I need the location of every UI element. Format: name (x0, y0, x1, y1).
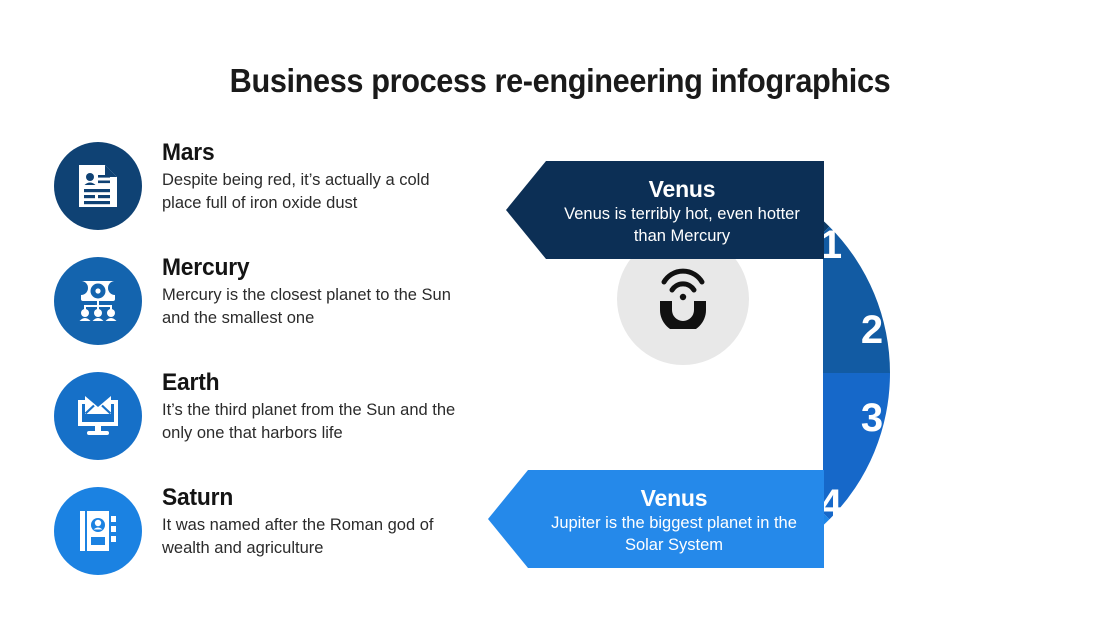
email-monitor-icon (74, 394, 122, 438)
feature-description: It was named after the Roman god of weal… (162, 516, 434, 558)
feature-title: Earth (162, 369, 220, 396)
magnet-wifi-icon (652, 265, 714, 334)
list-item[interactable]: Mercury Mercury is the closest planet to… (54, 254, 474, 370)
arc-segment-4[interactable] (683, 448, 830, 580)
arc-segment-4-number: 4 (820, 482, 843, 526)
feature-text: Earth It’s the third planet from the Sun… (162, 369, 472, 445)
process-arc-diagram: 1 2 3 4 Venus (480, 140, 1100, 610)
arc-segment-1[interactable] (683, 166, 830, 298)
feature-description: Despite being red, it’s actually a cold … (162, 171, 430, 213)
list-item[interactable]: Mars Despite being red, it’s actually a … (54, 139, 474, 255)
arc-segment-3[interactable] (758, 373, 890, 520)
feature-text: Mercury Mercury is the closest planet to… (162, 254, 472, 330)
feature-icon-circle (54, 487, 142, 575)
feature-list: Mars Despite being red, it’s actually a … (54, 139, 474, 600)
arc-segments-group: 1 2 3 4 (683, 166, 890, 580)
list-item[interactable]: Saturn It was named after the Roman god … (54, 484, 474, 600)
feature-title: Mars (162, 139, 215, 166)
feature-title: Mercury (162, 254, 250, 281)
feature-icon-circle (54, 142, 142, 230)
arc-segment-2-number: 2 (861, 308, 883, 352)
address-book-icon (76, 508, 120, 554)
feature-description: Mercury is the closest planet to the Sun… (162, 286, 451, 328)
feature-description: It’s the third planet from the Sun and t… (162, 401, 456, 443)
banner-bottom-title: Venus (640, 485, 708, 511)
banner-top-title: Venus (648, 176, 716, 202)
arc-segment-2[interactable] (758, 226, 890, 373)
banner-bottom[interactable]: Venus Jupiter is the biggest planet in t… (488, 470, 824, 568)
list-item[interactable]: Earth It’s the third planet from the Sun… (54, 369, 474, 485)
feature-text: Saturn It was named after the Roman god … (162, 484, 472, 560)
banner-top[interactable]: Venus Venus is terribly hot, even hotter… (506, 161, 824, 259)
arc-segment-3-number: 3 (861, 396, 883, 440)
resume-document-icon (77, 163, 119, 209)
page-title: Business process re-engineering infograp… (229, 62, 891, 99)
banner-bottom-description: Jupiter is the biggest planet in the Sol… (551, 514, 797, 555)
feature-icon-circle (54, 257, 142, 345)
org-chart-icon (75, 279, 121, 323)
feature-text: Mars Despite being red, it’s actually a … (162, 139, 472, 215)
banner-top-description: Venus is terribly hot, even hotter than … (564, 205, 800, 246)
feature-icon-circle (54, 372, 142, 460)
feature-title: Saturn (162, 484, 234, 511)
arc-segment-1-number: 1 (820, 223, 842, 267)
